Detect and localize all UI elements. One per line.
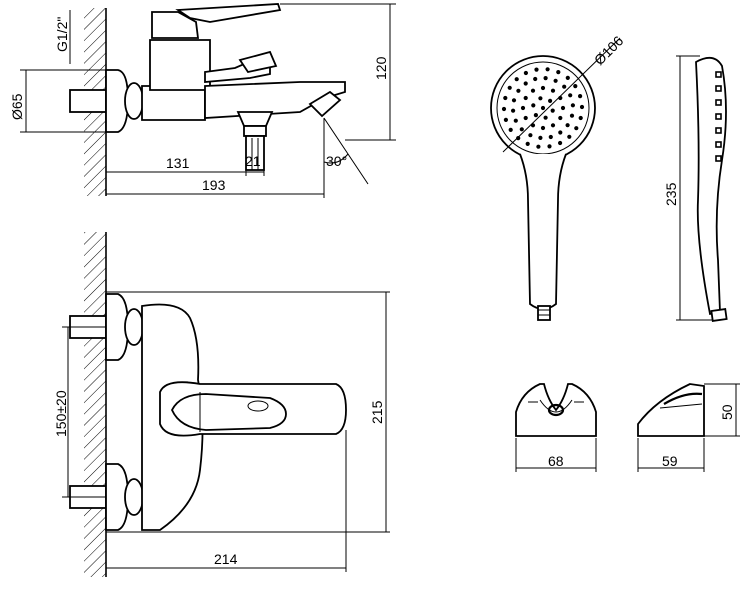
spray-dot	[503, 117, 508, 122]
spray-dot	[574, 126, 579, 131]
dim-diameter-106: Ø106	[591, 32, 627, 68]
spray-dot	[520, 105, 526, 111]
spray-dot	[508, 127, 513, 132]
spray-dot	[511, 98, 517, 103]
spray-dot	[510, 108, 516, 113]
dim-width-68: 68	[548, 453, 564, 469]
spray-dot	[540, 105, 546, 111]
holder-front: 68	[515, 383, 597, 472]
spray-dot	[550, 88, 556, 93]
spray-dot	[507, 85, 512, 90]
hand-shower-front: Ø106	[490, 32, 627, 321]
spray-dot	[547, 144, 552, 149]
spray-dot	[533, 113, 539, 118]
spray-dot	[560, 105, 566, 111]
spray-dot	[501, 106, 507, 112]
spray-dot	[540, 85, 546, 91]
holder-side: 50 59	[637, 383, 740, 472]
dim-len-21: 21	[245, 153, 261, 169]
spray-dot	[503, 95, 508, 101]
spray-dot	[523, 70, 529, 76]
dim-diameter-65: Ø65	[9, 93, 25, 120]
spray-dot	[516, 88, 521, 93]
spray-dot	[534, 67, 539, 72]
spray-dot	[540, 125, 546, 131]
dim-len-214: 214	[214, 551, 238, 567]
spray-dot	[578, 94, 583, 99]
spray-dot	[513, 118, 518, 123]
mixer-front-view: 150±20 215 214	[53, 232, 390, 577]
dim-height-50: 50	[719, 404, 735, 420]
mixer-side-view: G1/2" Ø65 120 131 21 193 30°	[9, 3, 396, 198]
spray-dot	[543, 115, 548, 120]
spray-dot	[530, 88, 536, 93]
spray-dot	[568, 93, 573, 98]
dim-height-215: 215	[369, 400, 385, 424]
dim-angle-30: 30°	[326, 153, 347, 169]
spray-dot	[550, 108, 555, 113]
spray-dot	[553, 78, 558, 83]
spray-dot	[550, 123, 556, 128]
spray-dot	[523, 115, 528, 121]
wall-hatch-bottom	[84, 232, 106, 577]
spray-dot	[565, 75, 570, 80]
dim-length-235: 235	[663, 182, 679, 206]
dim-len-131: 131	[166, 155, 190, 171]
spray-dot	[565, 123, 570, 128]
dim-len-193: 193	[202, 177, 226, 193]
spray-dot	[523, 81, 528, 86]
spray-dot	[523, 95, 528, 101]
spray-dot	[548, 98, 553, 103]
side-nozzles	[715, 71, 722, 162]
spray-dot	[556, 70, 561, 75]
spray-dot	[543, 76, 548, 81]
spray-dot	[573, 84, 578, 89]
spray-dot	[570, 103, 576, 108]
spray-dot	[525, 141, 530, 146]
spray-dot	[516, 136, 521, 141]
spray-dot	[533, 76, 538, 82]
spray-dot	[579, 104, 585, 110]
spray-dot	[545, 67, 550, 72]
spray-dot	[578, 115, 583, 121]
spray-dot	[514, 77, 519, 82]
spray-dot	[538, 135, 543, 140]
spray-dot	[558, 115, 563, 121]
dim-spacing-150: 150±20	[53, 390, 69, 437]
spray-dot	[528, 133, 533, 138]
hand-shower-side: 235	[663, 55, 728, 322]
dim-height-120: 120	[373, 56, 389, 80]
spray-dot	[538, 96, 543, 101]
spray-dot	[567, 134, 572, 139]
spray-dot	[562, 84, 567, 89]
spray-dot	[531, 103, 536, 108]
spray-dot	[558, 130, 563, 135]
spray-dot	[548, 134, 553, 140]
spray-dot	[569, 113, 575, 118]
spray-dot	[536, 144, 541, 149]
spray-dot	[558, 140, 563, 146]
dim-depth-59: 59	[662, 453, 678, 469]
dim-thread-label: G1/2"	[54, 17, 70, 52]
spray-dot	[519, 127, 524, 132]
